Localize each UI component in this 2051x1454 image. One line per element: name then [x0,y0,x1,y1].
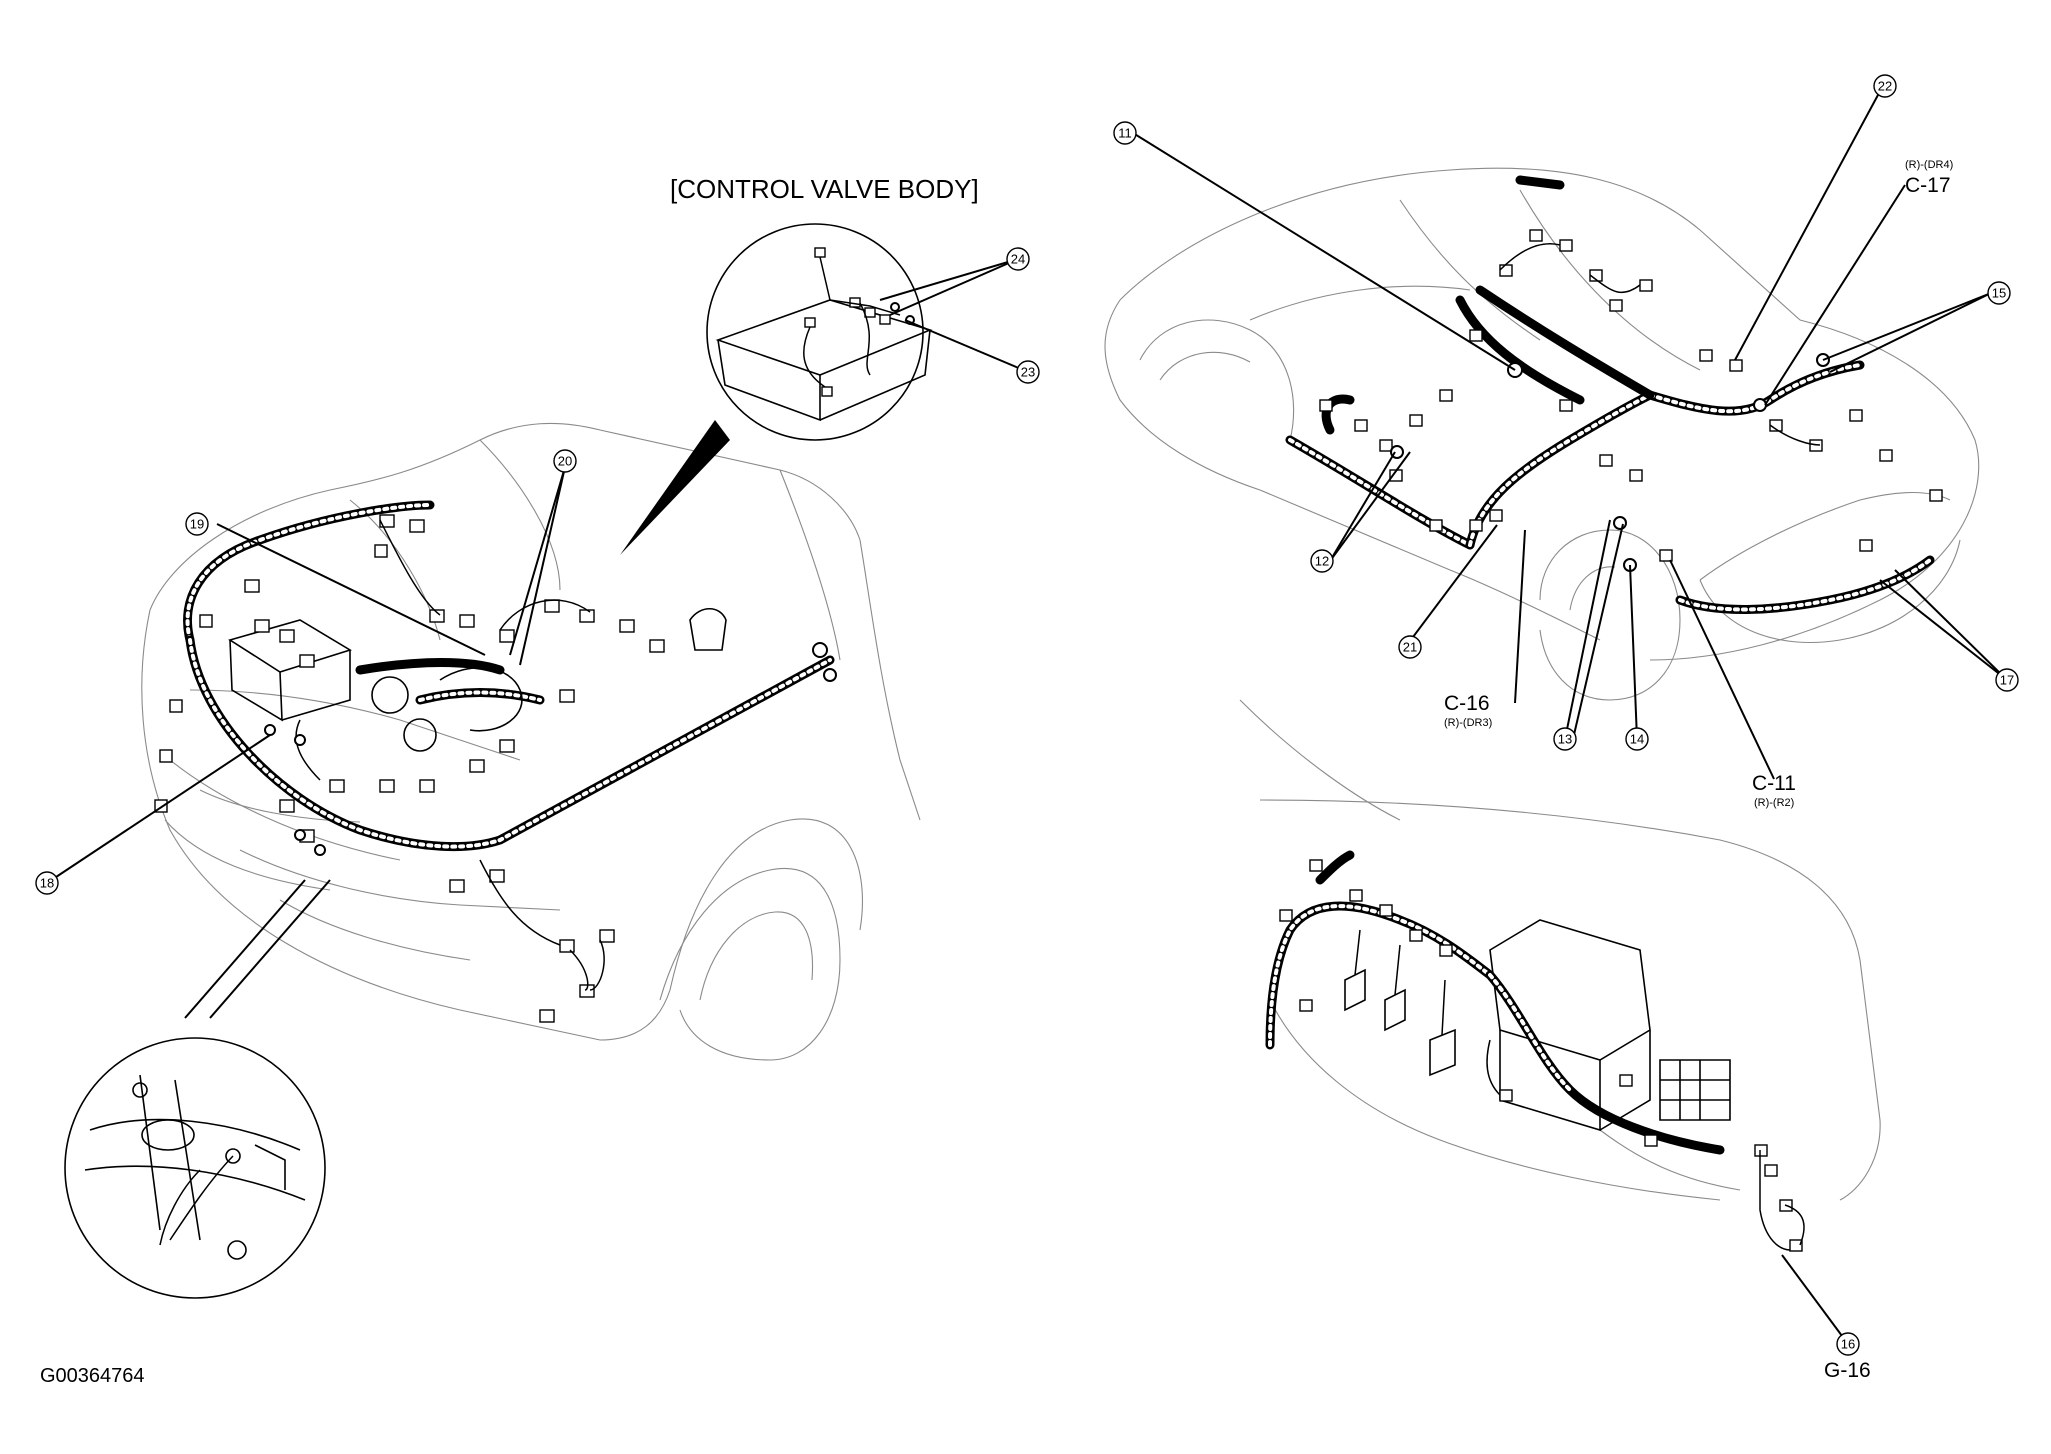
svg-text:15: 15 [1992,286,2006,301]
callout-12: 12 [1310,549,1334,573]
svg-text:18: 18 [40,876,54,891]
leader-lines [46,81,2008,1345]
callout-22: 22 [1873,74,1897,98]
callouts: 11 12 13 14 15 16 17 18 19 20 21 22 23 2… [35,74,2019,1356]
callout-19: 19 [185,512,209,536]
svg-text:12: 12 [1315,554,1329,569]
callout-21: 21 [1398,635,1422,659]
inset-title: [CONTROL VALVE BODY] [670,174,979,204]
svg-text:11: 11 [1118,126,1132,141]
svg-text:13: 13 [1558,732,1572,747]
c16-sub-label: (R)-(DR3) [1444,717,1492,729]
svg-text:19: 19 [190,517,204,532]
callout-15: 15 [1987,281,2011,305]
callout-20: 20 [553,449,577,473]
c16-label: C-16 [1444,692,1490,715]
c17-sub-label: (R)-(DR4) [1905,159,1953,171]
callout-18: 18 [35,871,59,895]
svg-text:21: 21 [1403,640,1417,655]
callout-24: 24 [1006,247,1030,271]
svg-text:23: 23 [1021,365,1035,380]
svg-text:24: 24 [1011,252,1025,267]
figure-id: G00364764 [40,1365,145,1387]
callout-14: 14 [1625,727,1649,751]
svg-text:16: 16 [1841,1337,1855,1352]
callout-13: 13 [1553,727,1577,751]
svg-text:20: 20 [558,454,572,469]
inset-pointer [620,420,730,555]
rear-interior-view [1104,167,1980,701]
c11-sub-label: (R)-(R2) [1754,797,1794,809]
g16-label: G-16 [1824,1359,1871,1382]
front-engine-bay-view [141,422,921,1061]
callout-23: 23 [1016,360,1040,384]
dashboard-view [1239,699,1881,1252]
connector-labels: (R)-(DR4) C-17 C-16 (R)-(DR3) C-11 (R)-(… [1444,159,1953,1382]
ground-point-inset [64,1037,326,1299]
c17-label: C-17 [1905,174,1951,197]
callout-16: 16 [1836,1332,1860,1356]
svg-text:22: 22 [1878,79,1892,94]
control-valve-body-inset: [CONTROL VALVE BODY] [670,174,979,441]
callout-17: 17 [1995,668,2019,692]
svg-text:14: 14 [1630,732,1644,747]
callout-11: 11 [1113,121,1137,145]
svg-text:17: 17 [2000,673,2014,688]
c11-label: C-11 [1752,772,1796,795]
